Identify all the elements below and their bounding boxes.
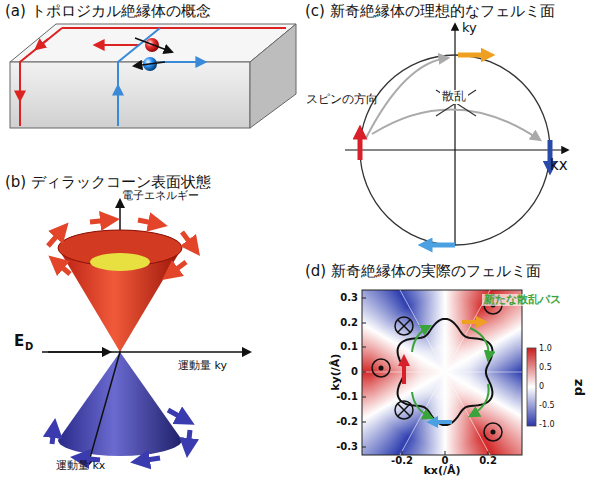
axis-label: 電子エネルギー xyxy=(122,190,199,203)
annotation: 新たな散乱パス xyxy=(482,294,563,307)
tick-label: 0.2 xyxy=(479,455,497,467)
axis-symbol: E xyxy=(14,333,24,350)
dirac-cone xyxy=(42,200,250,465)
tick-label: 0.3 xyxy=(340,292,358,304)
tick-label: 0 xyxy=(539,382,544,391)
tick-label: -0.2 xyxy=(391,455,413,467)
axis-subscript: D xyxy=(25,341,33,353)
tick-label: 0 xyxy=(351,366,358,378)
annotation: スピンの方向 xyxy=(306,93,378,107)
tick-label: -0.3 xyxy=(336,441,358,453)
panel-title: (c) 新奇絶縁体の理想的なフェルミ面 xyxy=(305,3,555,20)
axis-label: kx(/Å) xyxy=(424,465,461,478)
panel-title: (d) 新奇絶縁体の実際のフェルミ面 xyxy=(305,263,541,280)
axis-label: pz xyxy=(571,379,586,396)
tick-label: 1.0 xyxy=(539,344,552,353)
fermi-contour xyxy=(398,319,493,425)
tick-label: -0.1 xyxy=(336,391,358,403)
axis-label: ky(/Å) xyxy=(331,353,344,390)
axis-label: kx xyxy=(550,157,568,174)
annotation: 散乱 xyxy=(440,90,468,104)
tick-label: 0.5 xyxy=(539,363,552,372)
insulator-block xyxy=(10,24,296,128)
axis-label: 運動量 ky xyxy=(178,360,227,373)
tick-label: -0.2 xyxy=(336,416,358,428)
tick-label: -0.5 xyxy=(539,401,555,410)
tick-label: 0 xyxy=(442,455,449,467)
tick-label: 0.1 xyxy=(340,341,358,353)
colorbar xyxy=(527,348,536,426)
axis-label: 運動量 kx xyxy=(56,460,105,473)
tick-label: -1.0 xyxy=(539,420,555,429)
ideal-fermi-surface xyxy=(345,24,568,245)
panel-title: (a) トポロジカル絶縁体の概念 xyxy=(5,3,211,20)
tick-label: 0.2 xyxy=(340,317,358,329)
pz-colormap xyxy=(362,290,522,455)
axis-label: ky xyxy=(462,21,477,36)
